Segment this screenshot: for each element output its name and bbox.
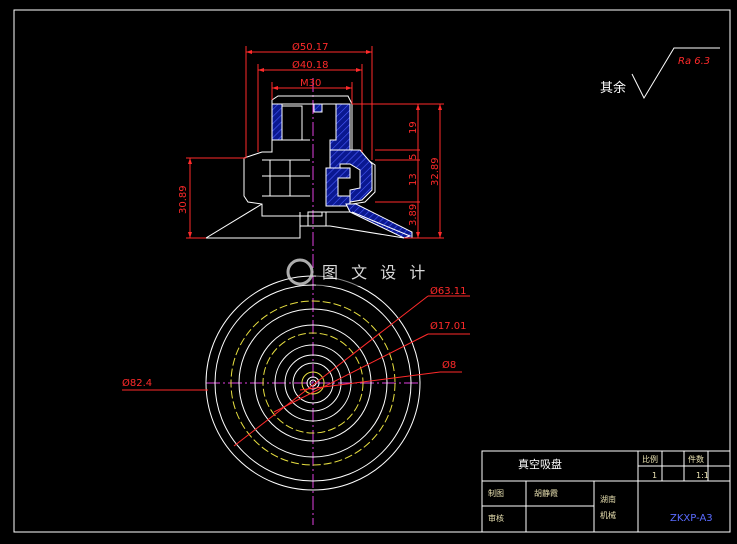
roughness-value: Ra 6.3 [678,56,710,67]
dim-h30: 30.89 [178,185,189,214]
title-block [481,450,731,533]
top-view-dims [122,295,470,447]
cup-skirt [204,203,301,239]
top-view [205,275,421,491]
svg-text:制图: 制图 [488,488,504,498]
dim-d82: Ø82.4 [122,377,152,389]
svg-text:胡静霞: 胡静霞 [534,488,558,498]
drawing-frame [13,9,731,533]
svg-text:件数: 件数 [688,454,704,464]
svg-text:1: 1 [652,471,657,480]
section-view [204,78,413,525]
dim-d50: Ø50.17 [292,41,329,53]
dim-m30: M30 [300,78,321,89]
dim-h32: 32.89 [430,157,441,186]
dim-h13: 13 [408,173,419,186]
dimension-lines [186,46,444,239]
dim-h5: 5 [408,154,419,160]
hatch-nut [329,103,351,151]
dim-d8: Ø8 [442,359,456,371]
part-name: 真空吸盘 [518,457,562,471]
roughness-label: 其余 [600,80,626,96]
svg-text:比例: 比例 [642,454,658,464]
svg-text:湖南: 湖南 [600,494,616,504]
hatch-stem [325,167,351,207]
outer-circle [205,275,421,491]
svg-text:审核: 审核 [488,513,504,523]
dim-h19: 19 [408,121,419,134]
watermark: 图 文 设 计 [286,258,444,286]
svg-text:1:1: 1:1 [696,471,709,480]
dim-d40: Ø40.18 [292,59,329,71]
drawing-code: ZKXP-A3 [670,513,713,524]
svg-text:机械: 机械 [600,510,616,520]
watermark-text: 图 文 设 计 [322,263,429,282]
dim-h3: 3.89 [408,204,419,226]
roughness-symbol: 其余 Ra 6.3 [600,47,720,100]
dim-d17: Ø17.01 [430,320,467,332]
dim-d63: Ø63.11 [430,285,467,297]
